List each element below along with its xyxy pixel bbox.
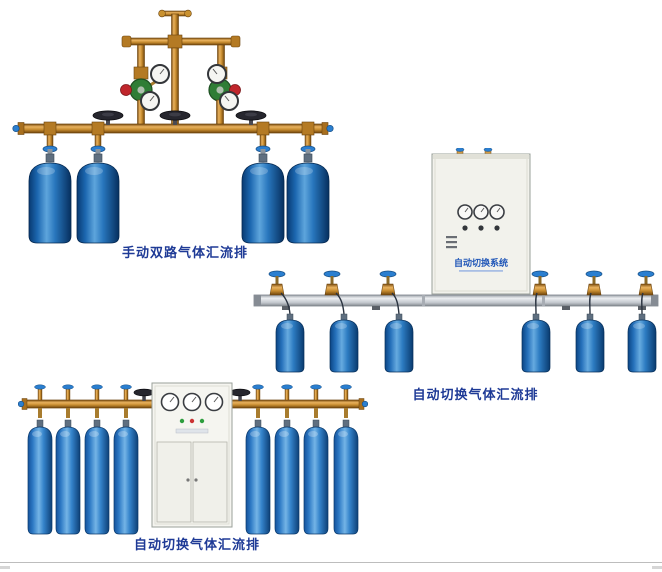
gas-cylinder bbox=[113, 419, 139, 535]
cylinder-connection bbox=[90, 121, 106, 158]
caption-auto-switch-cabinet-manifold: 自动切换气体汇流排 bbox=[133, 537, 260, 552]
cabinet-small-print bbox=[459, 270, 503, 272]
caption-auto-switch-manifold: 自动切换气体汇流排 bbox=[412, 387, 539, 402]
page-corner-mark-right bbox=[652, 566, 662, 569]
cabinet-knobs bbox=[462, 225, 500, 231]
branch-valve bbox=[310, 384, 322, 418]
auto-switch-manifold-illustration: 自动切换系统 bbox=[253, 148, 659, 373]
control-cabinet: 自动切换系统 bbox=[431, 153, 531, 295]
gas-cylinder bbox=[303, 419, 329, 535]
shutoff-valve-handwheels bbox=[92, 110, 267, 125]
cabinet-label: 自动切换系统 bbox=[454, 257, 508, 268]
cylinder-connection bbox=[255, 121, 271, 158]
page-bottom-border bbox=[0, 562, 662, 563]
gas-cylinder bbox=[245, 419, 271, 535]
branch-valve bbox=[340, 384, 352, 418]
cylinder-connection bbox=[42, 121, 58, 158]
branch-valve bbox=[281, 384, 293, 418]
page-corner-mark-left bbox=[0, 566, 10, 569]
manifold-pipe bbox=[253, 294, 659, 310]
gas-cylinder bbox=[76, 153, 120, 244]
branch-valve bbox=[252, 384, 264, 418]
gas-cylinder bbox=[575, 313, 605, 373]
gas-cylinder bbox=[275, 313, 305, 373]
cabinet-gauges bbox=[160, 392, 224, 412]
cabinet-switch-panel bbox=[175, 428, 209, 434]
gas-cylinder bbox=[28, 153, 72, 244]
cabinet-vents bbox=[446, 236, 457, 249]
branch-valve bbox=[120, 384, 132, 418]
cylinder-connection bbox=[300, 121, 316, 158]
cylinder-valve bbox=[268, 270, 291, 315]
indicator-lights bbox=[179, 418, 205, 424]
gas-cylinder bbox=[627, 313, 657, 373]
cylinder-valve bbox=[531, 270, 549, 315]
cylinder-valve bbox=[585, 270, 603, 315]
cylinder-valve bbox=[637, 270, 655, 315]
cylinder-valve bbox=[323, 270, 345, 315]
inlet-pipe bbox=[158, 9, 192, 41]
cylinder-valve bbox=[379, 270, 400, 315]
gas-cylinder bbox=[521, 313, 551, 373]
gas-cylinder bbox=[384, 313, 414, 373]
gas-cylinder bbox=[329, 313, 359, 373]
upper-manifold-pipe bbox=[121, 34, 241, 125]
pressure-gauges bbox=[140, 64, 239, 111]
cabinet-gauges bbox=[457, 204, 505, 220]
shutoff-valve-handwheels bbox=[133, 388, 251, 401]
auto-switch-cabinet-manifold-illustration bbox=[18, 382, 368, 535]
gas-cylinder bbox=[84, 419, 110, 535]
gas-cylinder bbox=[55, 419, 81, 535]
gas-cylinder bbox=[333, 419, 359, 535]
caption-manual-dual-manifold: 手动双路气体汇流排 bbox=[121, 245, 248, 260]
manual-dual-manifold-illustration bbox=[12, 9, 334, 244]
gas-cylinder bbox=[274, 419, 300, 535]
control-cabinet bbox=[151, 382, 233, 528]
branch-valve bbox=[34, 384, 46, 418]
branch-valve bbox=[91, 384, 103, 418]
gas-cylinder bbox=[27, 419, 53, 535]
branch-valve bbox=[62, 384, 74, 418]
cabinet-doors bbox=[156, 441, 228, 523]
